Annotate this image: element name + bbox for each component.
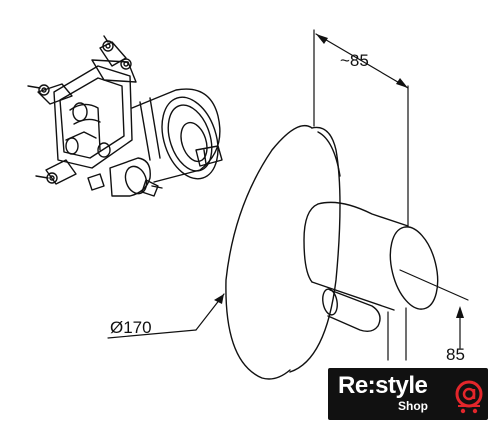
escutcheon-plate <box>225 124 341 380</box>
at-cart-icon <box>455 380 483 414</box>
diameter-dimension-label: Ø170 <box>110 318 152 337</box>
handle-cylinder <box>303 201 439 311</box>
dimension-lines <box>107 29 469 361</box>
diverter-knob <box>322 288 381 333</box>
logo-sub-text: Shop <box>398 399 428 413</box>
logo-main-text: Re:style <box>338 372 428 399</box>
restyle-shop-logo: Re:style Shop <box>328 368 488 420</box>
depth-dimension-label: ~85 <box>340 51 369 70</box>
height-dimension-label: 85 <box>446 345 465 364</box>
dimension-arrowheads <box>214 34 464 318</box>
rough-in-valve-body <box>27 35 223 197</box>
